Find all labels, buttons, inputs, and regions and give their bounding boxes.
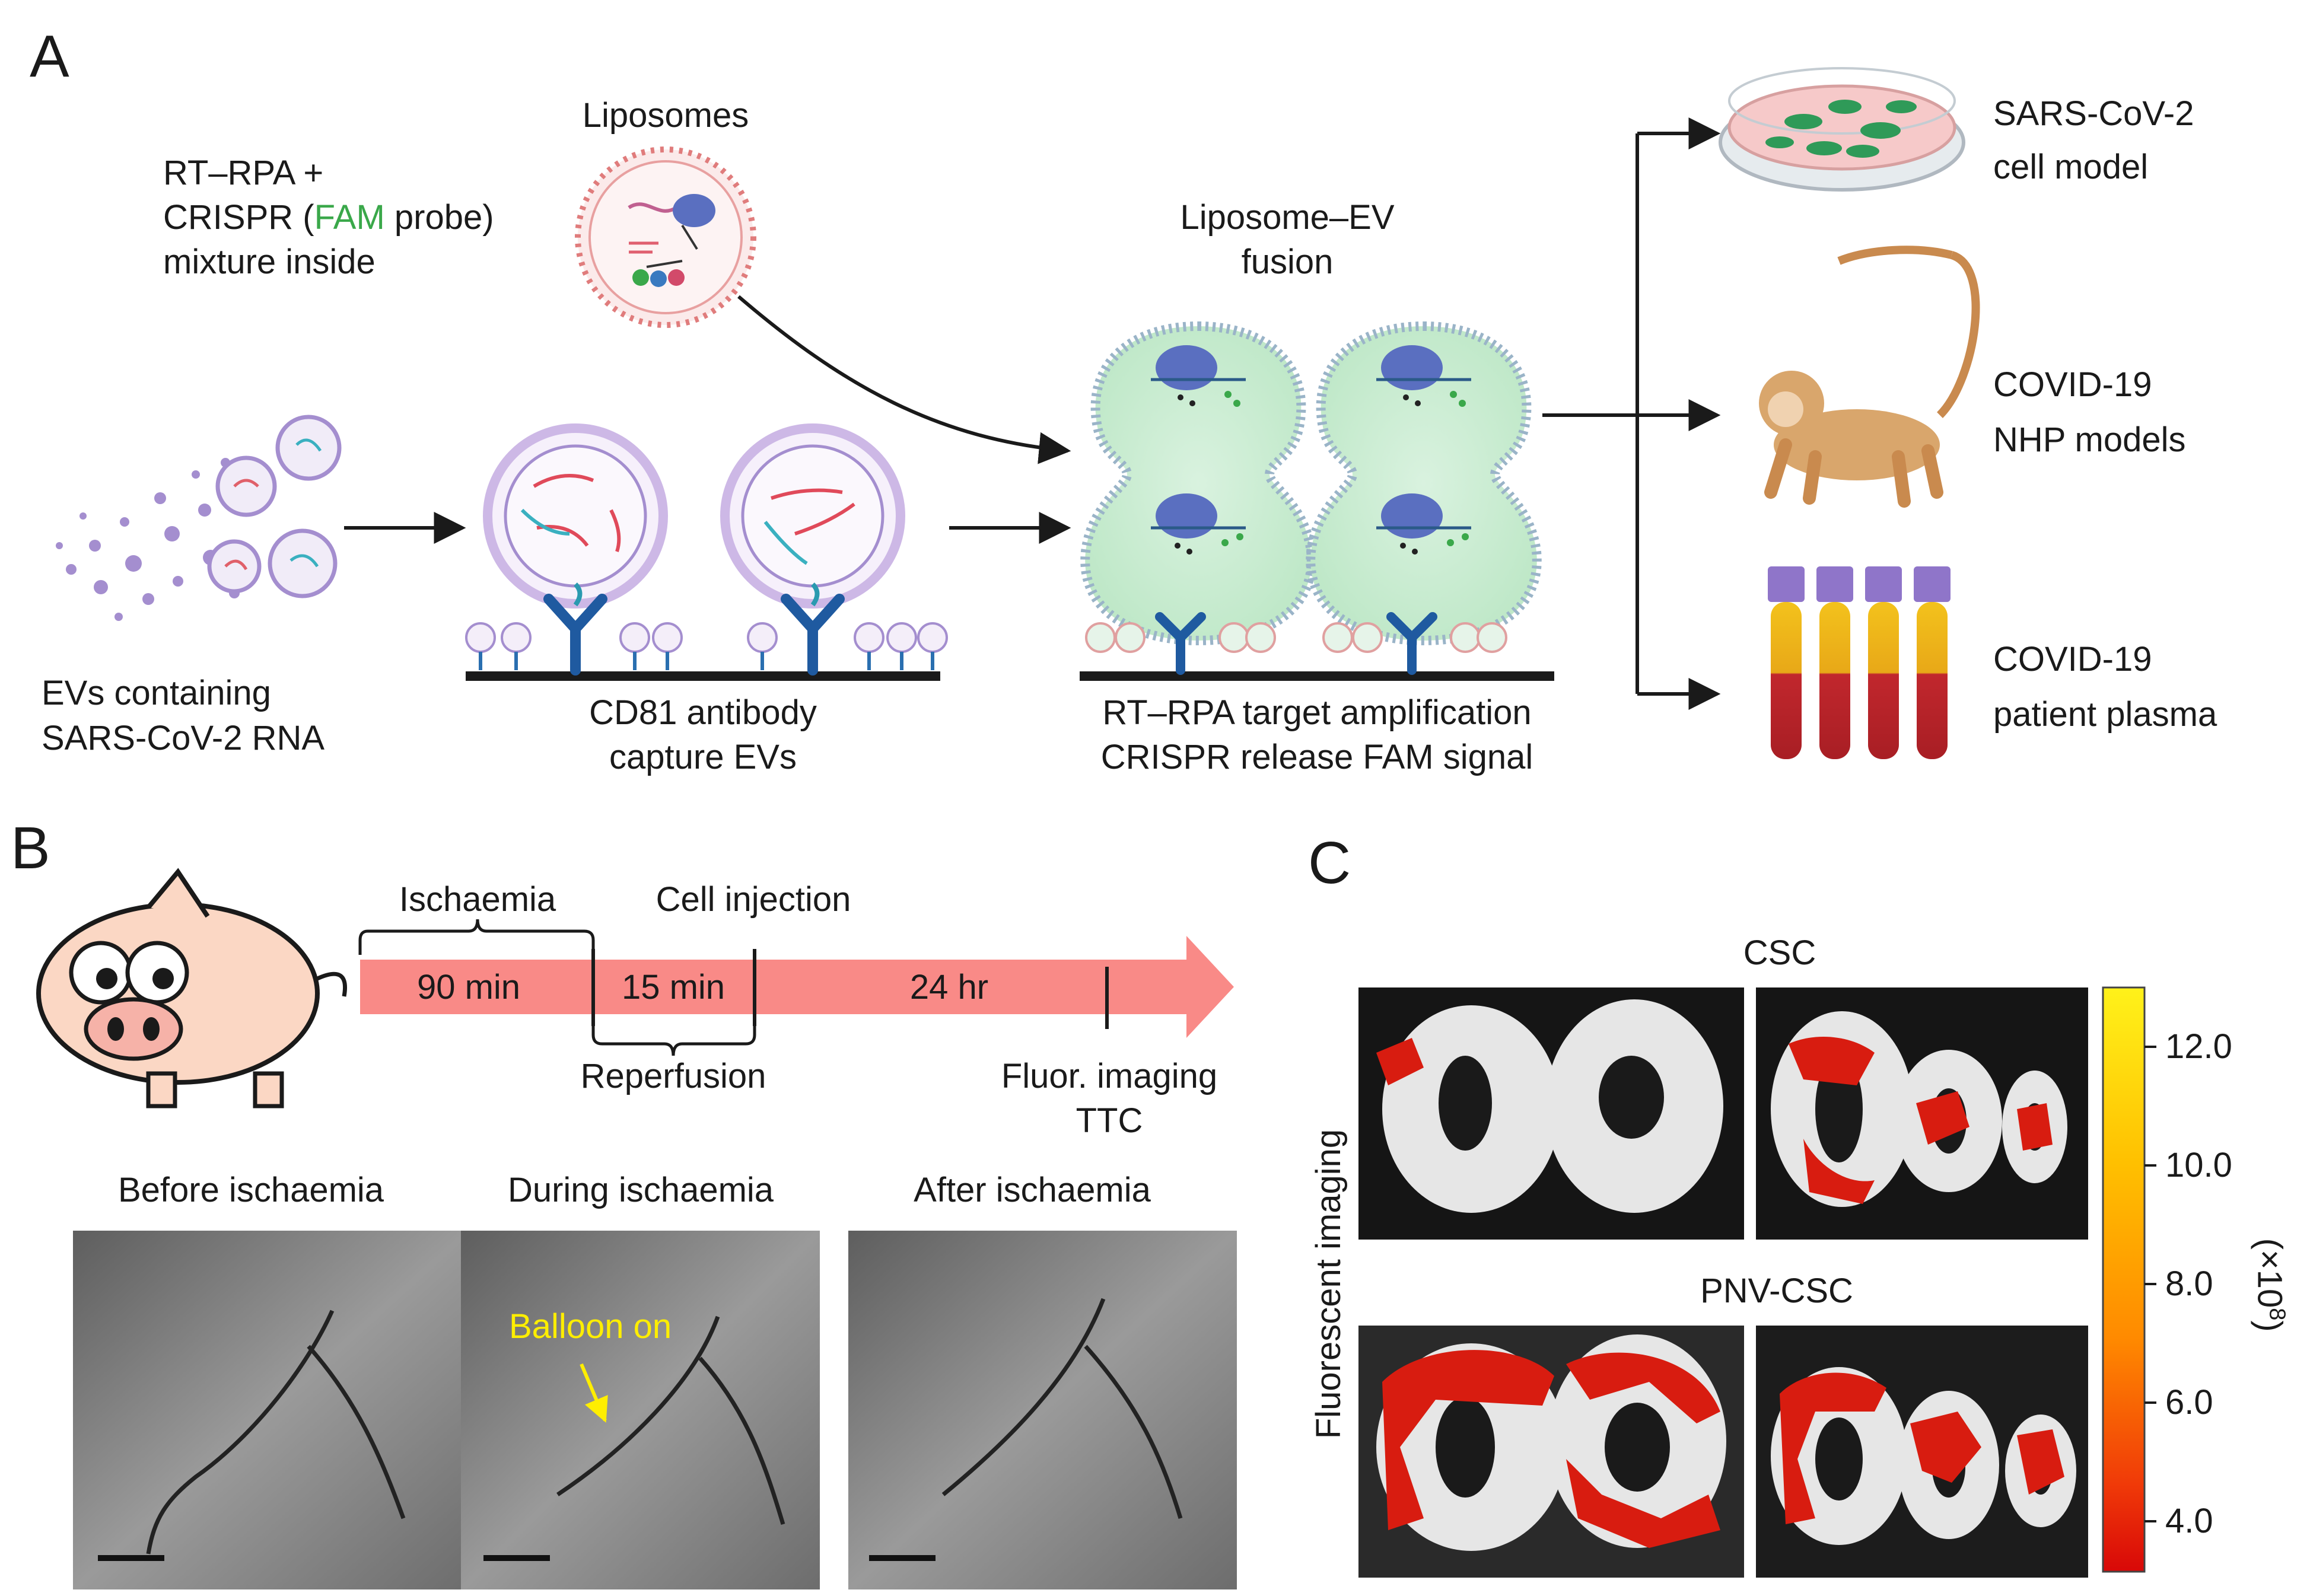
- panel-c-label: C: [1308, 830, 1351, 896]
- blood-tubes-icon: [1768, 566, 1951, 759]
- fluor-imaging-label: Fluor. imaging: [1001, 1057, 1218, 1095]
- fluorescence-images: [1358, 986, 2156, 1578]
- scale-tick-12: 12.0: [2165, 1027, 2232, 1066]
- fluorescent-imaging-label: Fluorescent imaging: [1309, 1129, 1348, 1439]
- timeline: [358, 919, 1234, 1056]
- csc-label: CSC: [1743, 934, 1816, 972]
- fusion-label-line1: Liposome–EV: [1180, 198, 1395, 237]
- fam-label: FAM: [314, 198, 385, 237]
- capture-surface: [465, 423, 948, 681]
- cd81-antibody-icon: [543, 594, 845, 676]
- fusion-label-line2: fusion: [1241, 243, 1334, 281]
- timeline-segment-90min: 90 min: [416, 968, 521, 1006]
- mixture-label-line2: CRISPR (FAM probe): [163, 198, 494, 237]
- before-ischaemia-label: Before ischaemia: [117, 1171, 384, 1209]
- angiogram-images: [73, 1231, 1237, 1589]
- ev-particles-icon: [56, 458, 240, 621]
- nhp-label-line1: COVID-19: [1993, 365, 2152, 404]
- monkey-icon: [1759, 246, 1980, 508]
- scale-tick-6: 6.0: [2165, 1383, 2213, 1422]
- liposome-icon: [575, 146, 756, 328]
- liposomes-label: Liposomes: [582, 96, 749, 135]
- cell-injection-label: Cell injection: [656, 880, 851, 919]
- ttc-label: TTC: [1076, 1101, 1143, 1140]
- scale-tick-10: 10.0: [2165, 1146, 2232, 1184]
- after-ischaemia-label: After ischaemia: [914, 1171, 1151, 1209]
- rpa-label-line1: RT–RPA target amplification: [1102, 693, 1532, 732]
- mixture-label-line3: mixture inside: [163, 243, 376, 281]
- cd81-label-line2: capture EVs: [609, 738, 797, 776]
- rpa-label-line2: CRISPR release FAM signal: [1100, 738, 1533, 776]
- liposome-ev-fusion-icon: [1080, 321, 1554, 681]
- plasma-label-line2: patient plasma: [1993, 695, 2217, 734]
- cd81-label-line1: CD81 antibody: [589, 693, 817, 732]
- panel-b-label: B: [11, 815, 50, 881]
- balloon-on-label: Balloon on: [509, 1307, 672, 1346]
- plasma-label-line1: COVID-19: [1993, 640, 2152, 678]
- cell-model-label-line2: cell model: [1993, 148, 2149, 186]
- reperfusion-label: Reperfusion: [580, 1057, 766, 1095]
- evs-label-line1: EVs containing: [42, 674, 271, 712]
- scale-tick-4: 4.0: [2165, 1502, 2213, 1540]
- petri-dish-icon: [1719, 67, 1965, 192]
- timeline-segment-24hr: 24 hr: [909, 968, 989, 1006]
- timeline-segment-15min: 15 min: [621, 968, 726, 1006]
- mixture-label-line1: RT–RPA +: [163, 154, 324, 192]
- evs-label-line2: SARS-CoV-2 RNA: [42, 719, 325, 757]
- ischaemia-label: Ischaemia: [399, 880, 556, 919]
- during-ischaemia-label: During ischaemia: [507, 1171, 774, 1209]
- colorbar-unit-label: (×108): [2250, 1238, 2290, 1332]
- pig-icon: [36, 868, 347, 1108]
- panel-a-label: A: [30, 23, 69, 90]
- scale-tick-8: 8.0: [2165, 1264, 2213, 1303]
- cell-model-label-line1: SARS-CoV-2: [1993, 94, 2194, 133]
- ev-vesicles-icon: [207, 415, 342, 598]
- nhp-label-line2: NHP models: [1993, 420, 2186, 459]
- pnv-csc-label: PNV-CSC: [1700, 1272, 1853, 1310]
